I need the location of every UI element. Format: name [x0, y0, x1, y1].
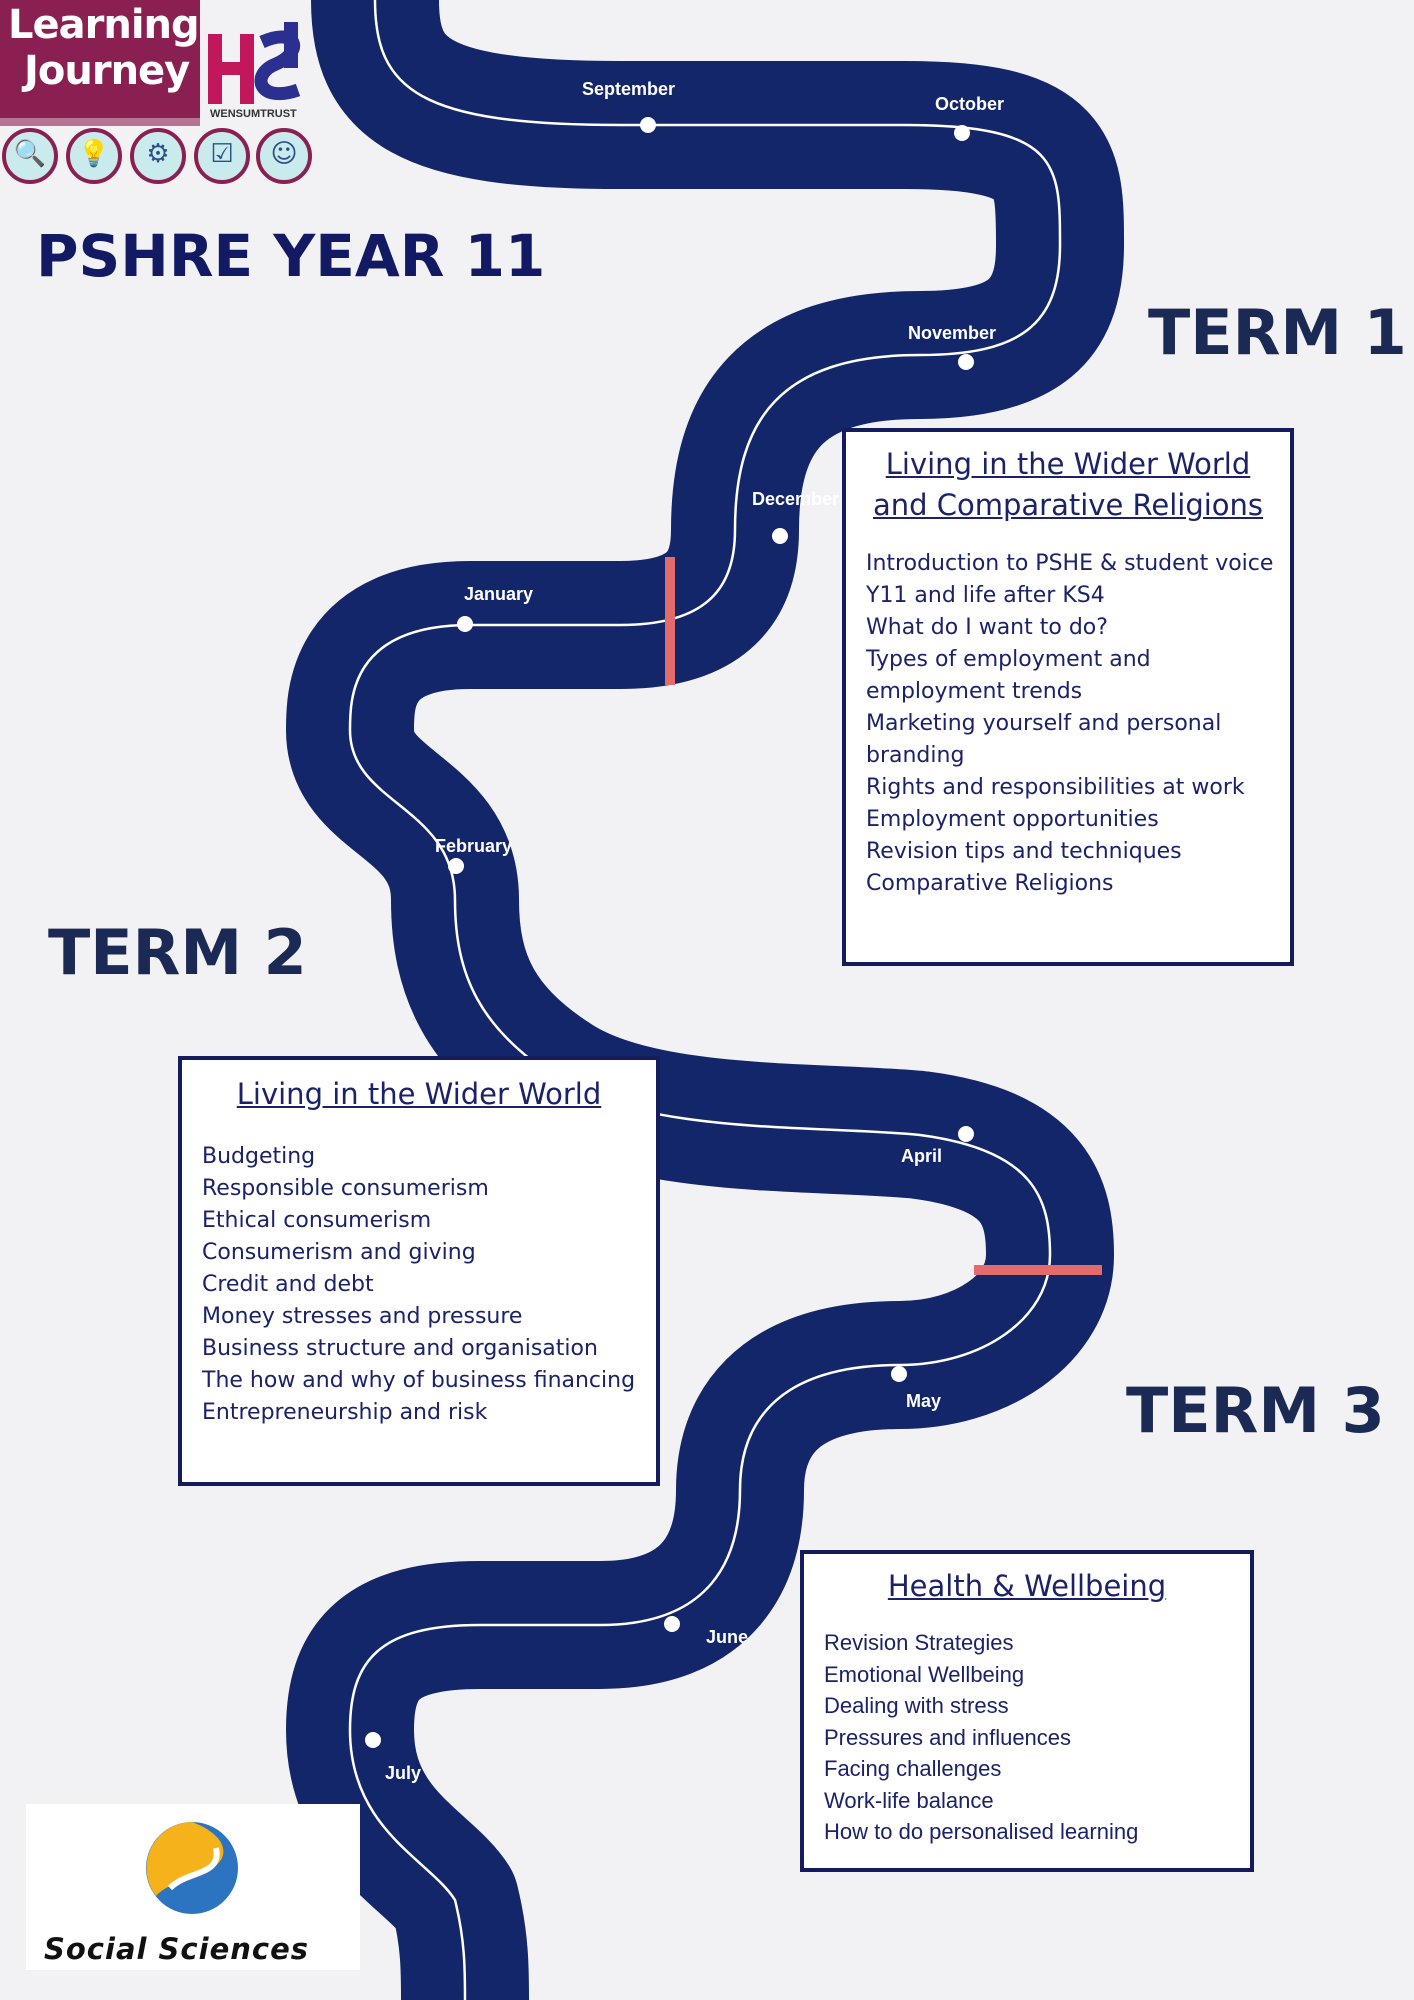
- department-name: Social Sciences: [44, 1932, 309, 1966]
- learning-journey-logo: Learning Journey: [0, 0, 200, 118]
- list-item: Emotional Wellbeing: [824, 1661, 1025, 1687]
- term-2-box: Living in the Wider World Budgeting Resp…: [178, 1056, 660, 1486]
- list-item: Revision Strategies: [824, 1630, 1014, 1655]
- list-item: Budgeting: [202, 1144, 316, 1169]
- term-2-heading: Living in the Wider World: [236, 1077, 602, 1111]
- term-1-box: Living in the Wider World and Comparativ…: [842, 428, 1294, 966]
- list-item: Responsible consumerism: [202, 1176, 489, 1201]
- list-item: Dealing with stress: [824, 1693, 1009, 1718]
- trust-name: WENSUMTRUST: [210, 108, 297, 120]
- list-item: How to do personalised learning: [824, 1819, 1139, 1844]
- list-item: The how and why of business financing: [202, 1368, 636, 1393]
- term-3-topics: Revision Strategies Emotional Wellbeing …: [804, 1607, 1250, 1848]
- list-item: Money stresses and pressure: [202, 1304, 523, 1329]
- list-item: Employment opportunities: [866, 807, 1159, 832]
- list-item: Entrepreneurship and risk: [202, 1400, 488, 1425]
- month-marker: April: [901, 1126, 974, 1166]
- list-item: Comparative Religions: [866, 871, 1114, 896]
- svg-text:April: April: [901, 1146, 942, 1166]
- month-marker: June: [664, 1616, 748, 1647]
- svg-text:February: February: [435, 836, 512, 856]
- term-1-label: TERM 1: [1148, 296, 1407, 369]
- month-marker: September: [582, 79, 675, 133]
- social-sciences-icon: [146, 1822, 238, 1914]
- list-item: Types of employment and employment trend…: [866, 647, 1151, 704]
- term-3-box: Health & Wellbeing Revision Strategies E…: [800, 1550, 1254, 1872]
- values-badges: 🔍 💡 ⚙ ☑ ☺: [2, 128, 316, 190]
- month-marker: February: [435, 836, 512, 874]
- head-icon: ☺: [256, 128, 312, 184]
- svg-text:January: January: [464, 584, 533, 604]
- svg-text:October: October: [935, 94, 1004, 114]
- school-logo: [208, 22, 301, 104]
- svg-text:June: June: [706, 1627, 748, 1647]
- list-item: What do I want to do?: [866, 615, 1108, 640]
- list-item: Introduction to PSHE & student voice: [866, 551, 1274, 576]
- list-item: Facing challenges: [824, 1756, 1002, 1781]
- month-marker: January: [457, 584, 533, 632]
- month-marker: December: [752, 489, 839, 544]
- month-marker: July: [365, 1732, 421, 1783]
- term-3-heading: Health & Wellbeing: [887, 1569, 1167, 1603]
- term-2-label: TERM 2: [48, 916, 307, 989]
- term-2-topics: Budgeting Responsible consumerism Ethica…: [182, 1115, 656, 1429]
- logo-line-2: Journey: [24, 48, 190, 94]
- list-item: Rights and responsibilities at work: [866, 775, 1245, 800]
- list-item: Credit and debt: [202, 1272, 374, 1297]
- svg-text:July: July: [385, 1763, 421, 1783]
- social-sciences-logo: Social Sciences: [26, 1804, 360, 1970]
- hands-icon: ⚙: [130, 128, 186, 184]
- road-centre-line: [348, 0, 1062, 2000]
- term-1-topics: Introduction to PSHE & student voice Y11…: [846, 526, 1290, 900]
- list-item: Revision tips and techniques: [866, 839, 1182, 864]
- term-3-label: TERM 3: [1126, 1374, 1385, 1447]
- list-item: Work-life balance: [824, 1787, 994, 1813]
- term-1-heading: Living in the Wider World and Comparativ…: [872, 447, 1264, 522]
- checklist-icon: ☑: [194, 128, 250, 184]
- lightbulb-icon: 💡: [66, 128, 122, 184]
- month-marker: October: [935, 94, 1004, 141]
- month-marker: November: [908, 323, 996, 370]
- list-item: Consumerism and giving: [202, 1240, 476, 1265]
- list-item: Marketing yourself and personal branding: [866, 711, 1222, 768]
- list-item: Ethical consumerism: [202, 1208, 432, 1233]
- list-item: Business structure and organisation: [202, 1336, 598, 1361]
- month-marker: May: [891, 1366, 941, 1411]
- svg-text:November: November: [908, 323, 996, 343]
- logo-line-1: Learning: [8, 2, 200, 48]
- list-item: Pressures and influences: [824, 1724, 1072, 1750]
- svg-text:May: May: [906, 1391, 941, 1411]
- list-item: Y11 and life after KS4: [866, 583, 1105, 608]
- logo-strip: [0, 118, 200, 126]
- svg-text:December: December: [752, 489, 839, 509]
- svg-text:September: September: [582, 79, 675, 99]
- page-title: PSHRE YEAR 11: [36, 222, 546, 290]
- magnifier-icon: 🔍: [2, 128, 58, 184]
